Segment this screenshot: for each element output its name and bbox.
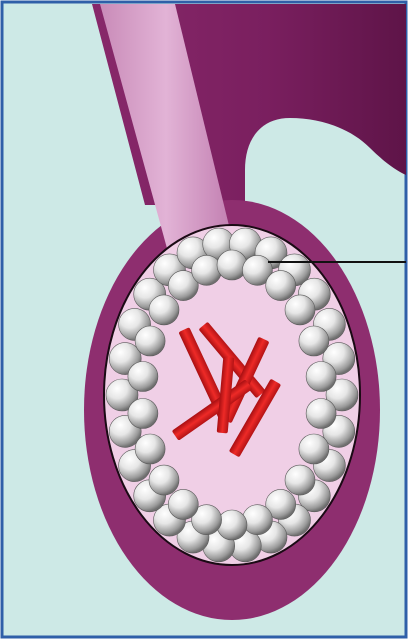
secretory-cell — [217, 510, 247, 540]
secretory-cell — [285, 295, 315, 325]
secretory-cell — [242, 505, 272, 535]
secretory-cell — [217, 250, 247, 280]
secretory-cell — [135, 434, 165, 464]
secretory-cell — [128, 399, 158, 429]
secretory-cell — [128, 362, 158, 392]
secretory-cell — [299, 326, 329, 356]
secretory-cell — [149, 465, 179, 495]
secretory-cell — [266, 271, 296, 301]
secretory-cell — [192, 255, 222, 285]
secretory-cell — [135, 326, 165, 356]
secretory-cell — [299, 434, 329, 464]
secretory-cell — [285, 465, 315, 495]
secretory-cell — [168, 489, 198, 519]
secretory-cell — [149, 295, 179, 325]
secretory-cell — [306, 399, 336, 429]
secretory-cell — [306, 362, 336, 392]
